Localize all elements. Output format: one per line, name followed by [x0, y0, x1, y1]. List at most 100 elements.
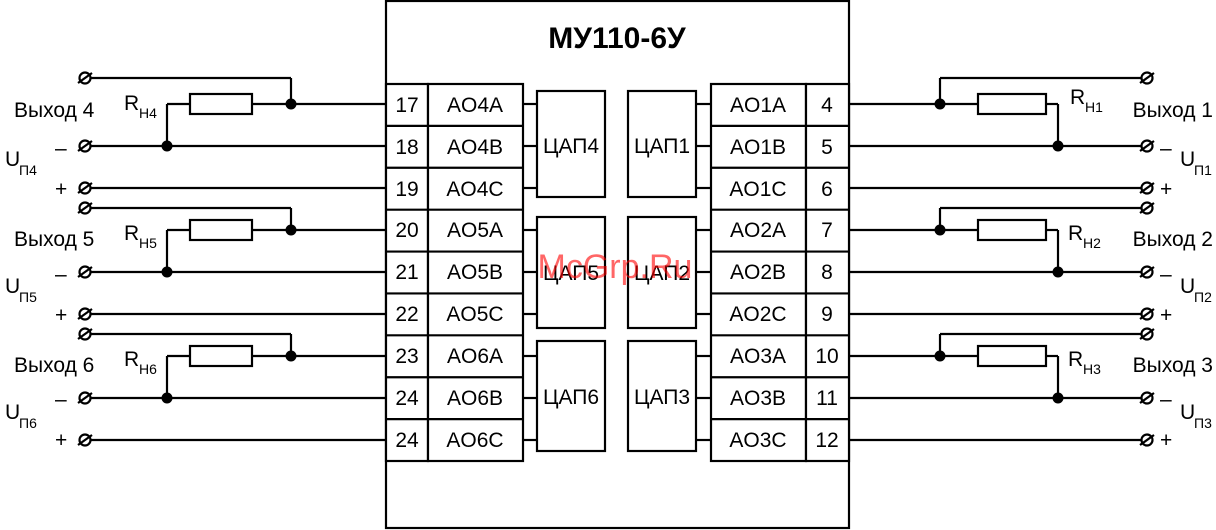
left-pin-number: 21 — [395, 261, 418, 284]
minus-sign: – — [55, 137, 67, 160]
supply-label: U — [1180, 401, 1195, 424]
left-pin-number: 23 — [395, 345, 418, 368]
terminal-slash — [77, 72, 93, 84]
left-terminal-label: AO5B — [447, 261, 503, 284]
resistor-icon — [976, 344, 1048, 368]
resistor-subscript: H4 — [139, 105, 157, 121]
dac-label: ЦАП5 — [543, 262, 599, 285]
right-terminal-label: AO2C — [729, 303, 786, 326]
dac-label: ЦАП4 — [543, 135, 599, 158]
right-terminal-label: AO2B — [730, 261, 786, 284]
resistor-label: R — [124, 222, 139, 245]
left-pin-number: 24 — [395, 387, 419, 410]
terminal-slash — [1139, 266, 1155, 278]
resistor-subscript: H5 — [139, 235, 157, 251]
right-terminal-label: AO3A — [730, 345, 786, 368]
resistor-icon — [976, 218, 1048, 242]
minus-sign: – — [1160, 388, 1172, 411]
right-pin-number: 11 — [816, 387, 838, 410]
plus-sign: + — [1160, 429, 1172, 452]
supply-subscript: П3 — [1194, 415, 1212, 431]
left-pin-number: 18 — [395, 136, 418, 159]
output-label: Выход 2 — [1133, 228, 1213, 251]
left-pin-number: 17 — [395, 94, 418, 117]
resistor-subscript: H1 — [1085, 99, 1103, 115]
right-pin-number: 12 — [815, 429, 838, 452]
resistor-label: R — [1068, 348, 1083, 371]
plus-sign: + — [1160, 178, 1172, 201]
resistor-subscript: H2 — [1083, 235, 1101, 251]
device-title: МУ110-6У — [548, 22, 686, 55]
dac-label: ЦАП2 — [634, 262, 690, 285]
terminal-slash — [77, 140, 93, 152]
left-pin-number: 22 — [395, 303, 418, 326]
terminal-slash — [1139, 182, 1155, 194]
resistor-label: R — [124, 348, 139, 371]
right-pin-number: 7 — [821, 219, 833, 242]
right-pin-number: 8 — [821, 261, 833, 284]
dac-label: ЦАП3 — [634, 386, 690, 409]
right-pin-number: 5 — [821, 136, 833, 159]
right-terminal-label: AO2A — [730, 219, 786, 242]
left-terminal-label: AO4C — [446, 178, 503, 201]
terminal-row-dividers — [386, 124, 849, 421]
terminal-slash — [1139, 140, 1155, 152]
right-terminal-label: AO3C — [729, 429, 786, 452]
output-label: Выход 5 — [14, 228, 94, 251]
output-label: Выход 1 — [1133, 99, 1213, 122]
right-label-column — [709, 82, 808, 463]
left-terminal-label: AO6C — [446, 429, 503, 452]
dac-connections — [523, 102, 711, 442]
supply-subscript: П4 — [19, 162, 37, 178]
output-label: Выход 3 — [1133, 354, 1213, 377]
terminal-slash — [77, 392, 93, 404]
dac-block-4 — [535, 89, 607, 199]
dac-block-6 — [535, 339, 607, 453]
resistor-icon — [188, 92, 254, 116]
terminal-slash — [77, 202, 93, 214]
left-pin-number: 20 — [395, 219, 418, 242]
left-terminal-label: AO4B — [447, 136, 503, 159]
supply-label: U — [5, 401, 20, 424]
right-pin-column — [804, 82, 851, 463]
dac-label: ЦАП6 — [543, 386, 599, 409]
right-terminal-label: AO1A — [730, 94, 786, 117]
resistor-label: R — [1068, 222, 1083, 245]
supply-subscript: П1 — [1194, 162, 1212, 178]
minus-sign: – — [55, 263, 67, 286]
resistor-subscript: H3 — [1083, 361, 1101, 377]
terminal-slash — [1139, 202, 1155, 214]
right-terminal-label: AO1C — [729, 178, 786, 201]
terminal-slash — [77, 434, 93, 446]
left-terminal-label: AO6A — [447, 345, 503, 368]
terminal-slash — [1139, 72, 1155, 84]
resistor-icon — [188, 344, 254, 368]
resistor-subscript: H6 — [139, 361, 157, 377]
dac-block-2 — [626, 215, 698, 330]
dac-block-3 — [626, 339, 698, 453]
terminal-slash — [77, 266, 93, 278]
left-pin-column — [384, 82, 430, 463]
right-terminal-label: AO3B — [730, 387, 786, 410]
terminal-slash — [1139, 308, 1155, 320]
supply-label: U — [5, 148, 20, 171]
dac-label: ЦАП1 — [634, 135, 690, 158]
right-pin-number: 10 — [815, 345, 838, 368]
left-terminal-label: AO4A — [447, 94, 503, 117]
left-label-column — [426, 82, 525, 463]
plus-sign: + — [1160, 304, 1172, 327]
minus-sign: – — [1160, 263, 1172, 286]
right-pin-number: 6 — [821, 178, 833, 201]
external-wiring — [77, 71, 1155, 447]
terminal-slash — [1139, 328, 1155, 340]
output-label: Выход 6 — [14, 354, 94, 377]
plus-sign: + — [55, 429, 67, 452]
dac-block-1 — [626, 89, 698, 199]
left-terminal-label: AO5C — [446, 303, 503, 326]
terminal-slash — [1139, 434, 1155, 446]
left-terminal-label: AO5A — [447, 219, 503, 242]
terminal-slash — [77, 182, 93, 194]
left-pin-number: 24 — [395, 429, 419, 452]
supply-subscript: П2 — [1194, 289, 1212, 305]
